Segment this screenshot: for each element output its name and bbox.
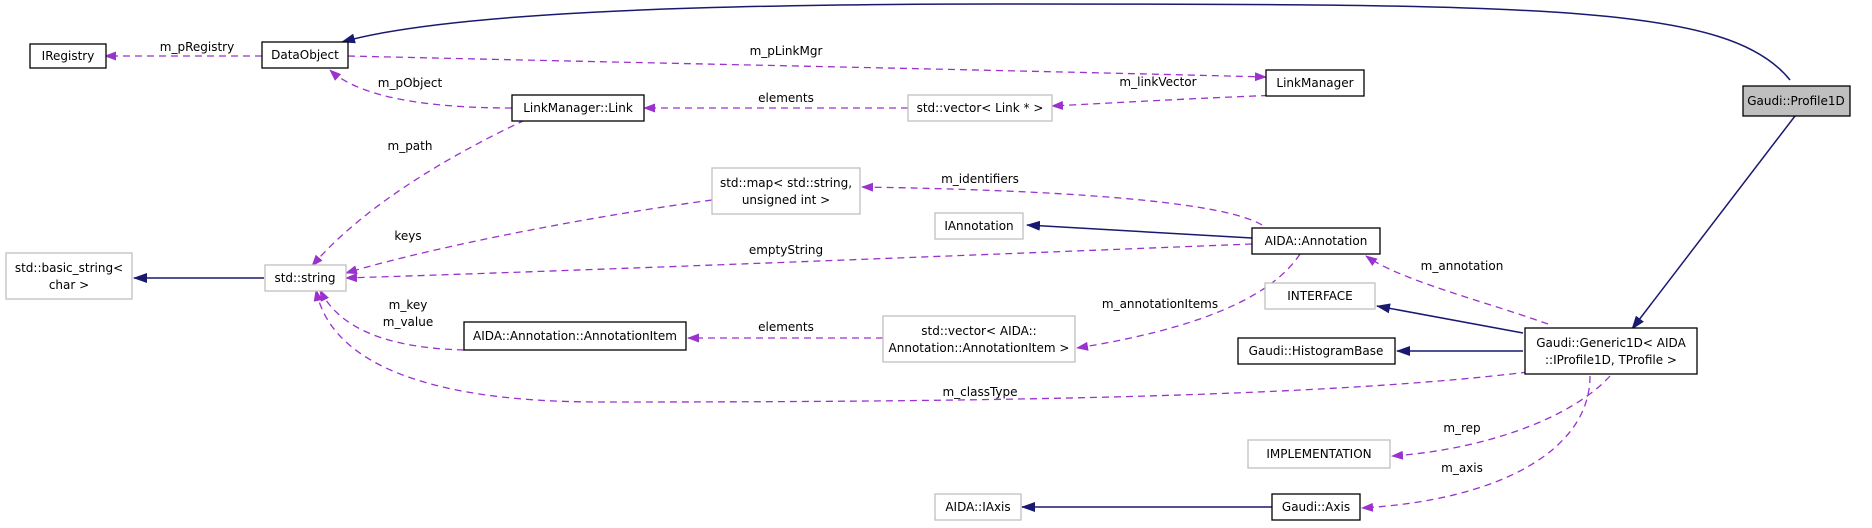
node-label-basic-string-line1: std::basic_string< (15, 261, 123, 275)
node-vector-link[interactable]: std::vector< Link * > (907, 94, 1053, 122)
node-map[interactable]: std::map< std::string, unsigned int > (711, 167, 861, 215)
node-label-vector-item-line1: std::vector< AIDA:: (921, 324, 1036, 338)
edge-profile1d-to-generic1d (1631, 115, 1796, 330)
node-label-generic1d-line2: ::IProfile1D, TProfile > (1545, 353, 1677, 367)
node-interface[interactable]: INTERFACE (1264, 282, 1376, 310)
edge-generic1d-to-implementation (1391, 375, 1611, 460)
node-iregistry[interactable]: IRegistry (29, 43, 107, 69)
edge-label-m-annotationitems: m_annotationItems (1102, 297, 1218, 311)
node-aida-annotation[interactable]: AIDA::Annotation (1251, 227, 1381, 255)
node-label-histogram-base: Gaudi::HistogramBase (1249, 344, 1384, 358)
edge-label-m-axis: m_axis (1441, 461, 1483, 475)
edge-generic1d-to-interface (1376, 303, 1524, 334)
node-linkmanager-link[interactable]: LinkManager::Link (511, 94, 645, 122)
node-implementation[interactable]: IMPLEMENTATION (1247, 439, 1391, 469)
node-label-annotation-item: AIDA::Annotation::AnnotationItem (473, 329, 677, 343)
node-label-std-string: std::string (274, 271, 335, 285)
node-label-map-line1: std::map< std::string, (720, 176, 852, 190)
node-label-map-line2: unsigned int > (742, 193, 830, 207)
edge-generic1d-to-annotation (1365, 255, 1549, 325)
edge-label-m-pobject: m_pObject (378, 76, 443, 90)
node-label-iannotation: IAnnotation (944, 219, 1013, 233)
edge-annotation-to-map (861, 182, 1263, 226)
edge-label-m-value: m_value (383, 315, 433, 329)
edge-label-elements-item: elements (758, 320, 814, 334)
node-label-iaxis: AIDA::IAxis (945, 500, 1010, 514)
edge-label-m-linkvector: m_linkVector (1119, 75, 1196, 89)
edge-linkmanager-to-vector-link (1051, 94, 1281, 110)
node-profile1d[interactable]: Gaudi::Profile1D (1742, 85, 1851, 117)
edge-label-emptystring: emptyString (749, 243, 823, 257)
node-std-string[interactable]: std::string (264, 264, 347, 292)
edge-label-m-key: m_key (389, 298, 428, 312)
edge-label-keys: keys (394, 229, 421, 243)
edge-label-m-identifiers: m_identifiers (941, 172, 1019, 186)
node-gaudi-axis[interactable]: Gaudi::Axis (1271, 493, 1361, 521)
node-label-gaudi-axis: Gaudi::Axis (1282, 500, 1350, 514)
node-histogram-base[interactable]: Gaudi::HistogramBase (1237, 337, 1396, 365)
node-generic1d[interactable]: Gaudi::Generic1D< AIDA ::IProfile1D, TPr… (1524, 327, 1698, 375)
node-label-basic-string-line2: char > (49, 278, 89, 292)
node-label-vector-link: std::vector< Link * > (917, 101, 1044, 115)
node-label-aida-annotation: AIDA::Annotation (1265, 234, 1368, 248)
edge-label-m-path: m_path (388, 139, 433, 153)
node-label-generic1d-line1: Gaudi::Generic1D< AIDA (1536, 336, 1686, 350)
edge-aida-annotation-to-iannotation (1026, 220, 1253, 239)
node-label-iregistry: IRegistry (42, 49, 95, 63)
node-label-linkmanager: LinkManager (1276, 76, 1353, 90)
edge-label-m-pregistry: m_pRegistry (160, 40, 234, 54)
node-linkmanager[interactable]: LinkManager (1265, 69, 1365, 97)
node-iannotation[interactable]: IAnnotation (934, 212, 1024, 240)
edge-label-m-annotation: m_annotation (1421, 259, 1504, 273)
node-annotation-item[interactable]: AIDA::Annotation::AnnotationItem (463, 321, 687, 351)
node-label-implementation: IMPLEMENTATION (1266, 447, 1371, 461)
node-basic-string[interactable]: std::basic_string< char > (5, 252, 133, 300)
node-label-profile1d: Gaudi::Profile1D (1747, 94, 1844, 108)
edge-link-to-std-string (311, 119, 526, 267)
edge-label-m-classtype: m_classType (942, 385, 1017, 399)
edge-link-to-dataobject (329, 69, 513, 109)
node-dataobject[interactable]: DataObject (261, 41, 349, 69)
edge-map-to-std-string (345, 199, 713, 275)
edge-annotationitem-to-std-string (319, 289, 465, 351)
node-label-vector-item-line2: Annotation::AnnotationItem > (889, 341, 1070, 355)
edge-generic1d-to-gaudi-axis (1361, 375, 1591, 512)
node-label-interface: INTERFACE (1287, 289, 1353, 303)
edge-dataobject-to-linkmanager (347, 55, 1267, 82)
edge-label-elements-link: elements (758, 91, 814, 105)
node-label-dataobject: DataObject (271, 48, 339, 62)
node-label-linkmanager-link: LinkManager::Link (523, 101, 633, 115)
edge-profile1d-to-dataobject (341, 3, 1791, 81)
node-vector-item[interactable]: std::vector< AIDA:: Annotation::Annotati… (882, 315, 1076, 363)
edge-label-m-rep: m_rep (1443, 421, 1480, 435)
edge-annotation-to-vector-item (1076, 253, 1301, 351)
edge-label-m-plinkmgr: m_pLinkMgr (750, 44, 823, 58)
edge-generic1d-to-std-string (313, 289, 1529, 403)
node-iaxis[interactable]: AIDA::IAxis (934, 493, 1022, 521)
